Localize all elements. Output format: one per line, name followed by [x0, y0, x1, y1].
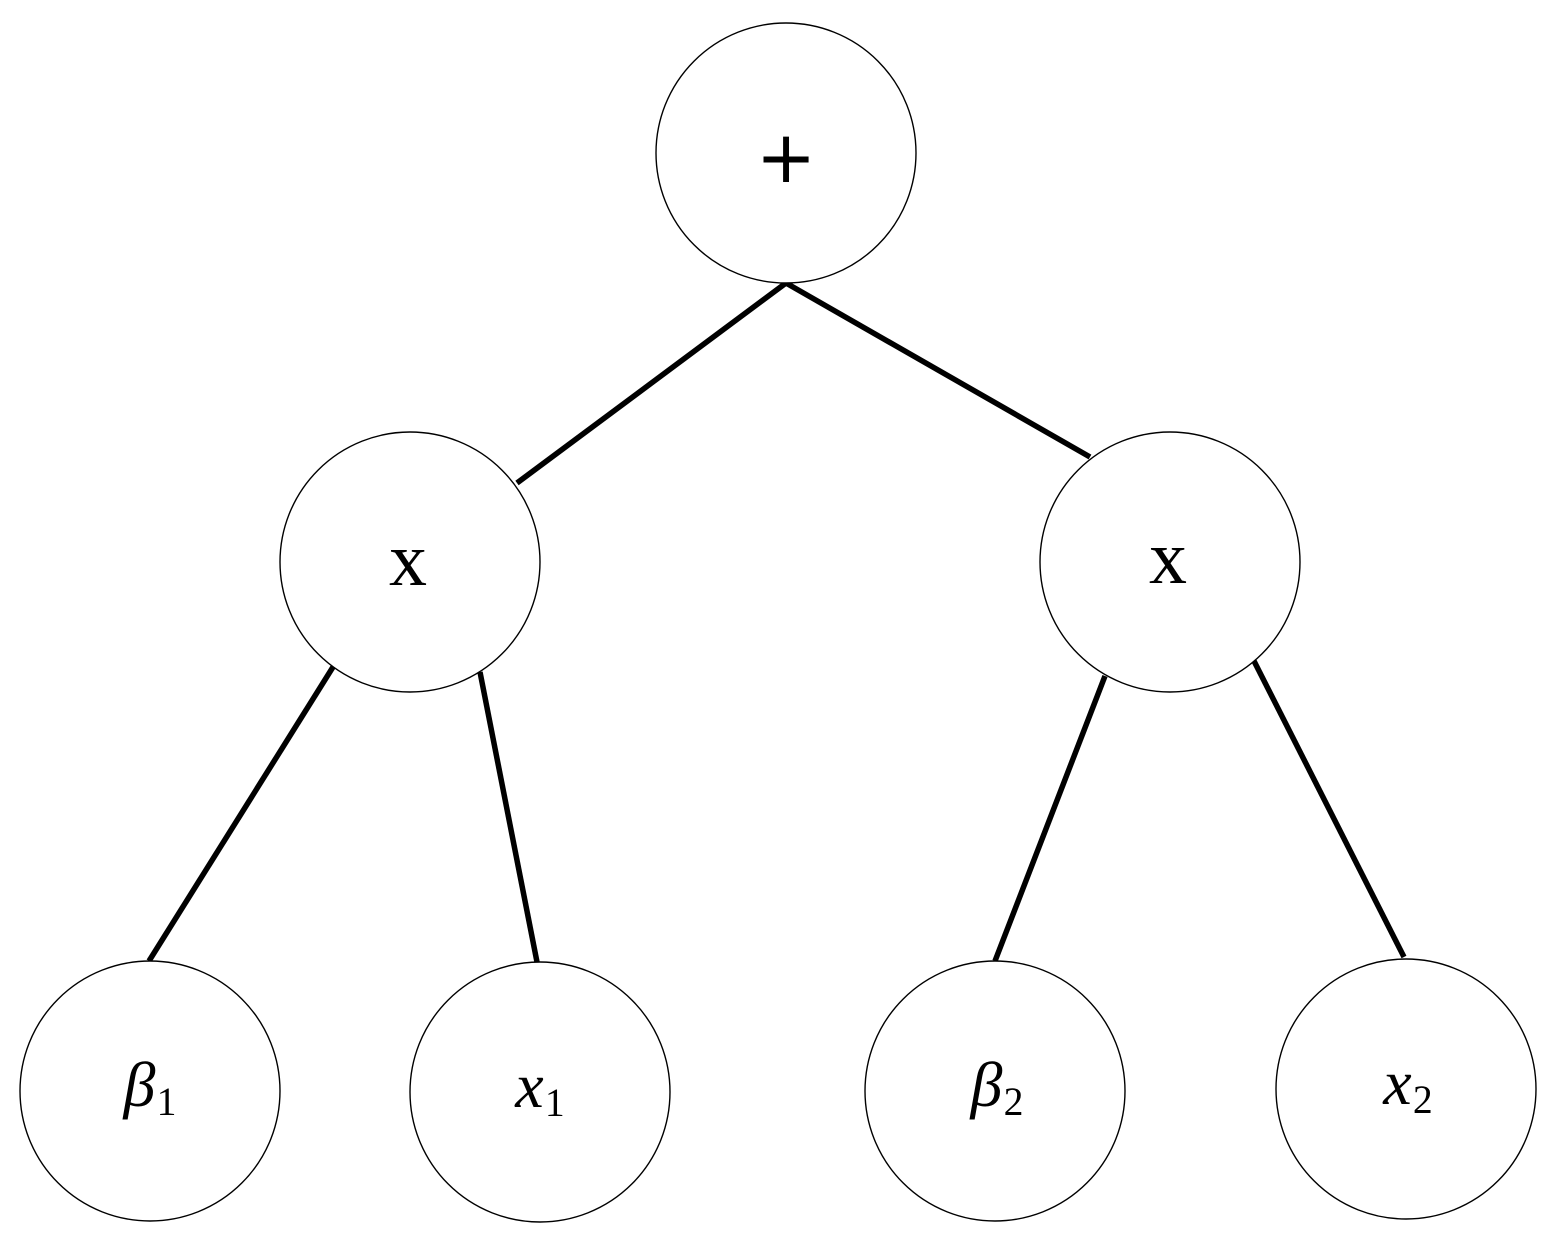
edge-times-right-to-x2	[1251, 659, 1407, 959]
node-label-times-right: x	[1149, 520, 1187, 596]
beta1-subscript: 1	[156, 1079, 177, 1124]
edge-times-left-to-x1	[477, 671, 540, 963]
edge-plus-to-times-right	[784, 280, 1092, 460]
x2-subscript: 2	[1412, 1077, 1433, 1122]
node-circle-times-left	[279, 431, 541, 693]
node-label-x2: x 2	[1383, 1047, 1432, 1120]
beta2-text: β	[970, 1049, 1003, 1120]
node-circle-beta1	[19, 960, 281, 1222]
node-label-beta2: β 2	[970, 1049, 1024, 1122]
edge-plus-to-times-left	[515, 280, 788, 486]
x2-text: x	[1383, 1047, 1412, 1118]
edge-times-right-to-beta2	[992, 675, 1108, 962]
x1-subscript: 1	[544, 1080, 565, 1125]
node-label-x1: x 1	[515, 1050, 564, 1123]
times-right-operator-text: x	[1149, 516, 1187, 600]
beta2-subscript: 2	[1003, 1079, 1024, 1124]
plus-operator-text: +	[755, 115, 817, 199]
node-circle-x1	[409, 961, 671, 1223]
times-left-operator-text: x	[389, 518, 427, 602]
x1-text: x	[515, 1050, 544, 1121]
beta1-text: β	[123, 1049, 156, 1120]
node-circle-times-right	[1039, 431, 1301, 693]
edge-times-left-to-beta1	[146, 665, 336, 963]
node-label-times-left: x	[389, 522, 427, 598]
node-label-plus: +	[756, 121, 816, 193]
node-circle-beta2	[864, 960, 1126, 1222]
node-label-beta1: β 1	[123, 1049, 177, 1122]
node-circle-plus	[655, 22, 917, 284]
node-circle-x2	[1275, 958, 1537, 1220]
